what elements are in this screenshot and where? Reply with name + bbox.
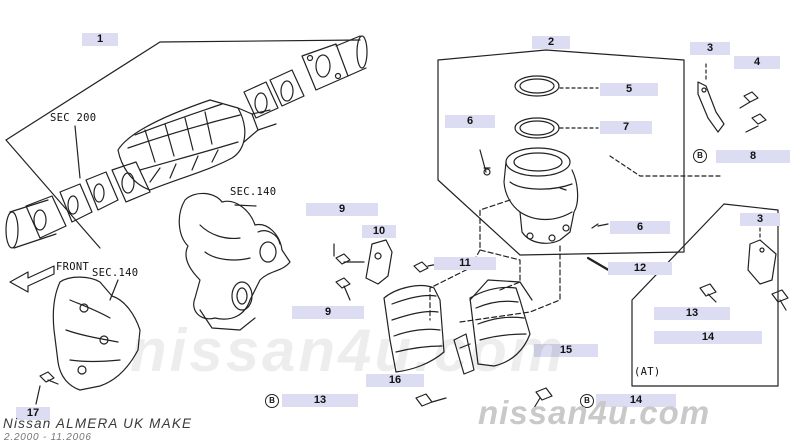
catalyst-group-box [429,49,721,323]
callout-part-8[interactable]: 8 [716,150,790,163]
label-at-variant: (AT) [634,366,661,378]
callout-part-15[interactable]: 15 [534,344,598,357]
marker-b-top: B [693,149,707,163]
callout-part-9-bottom[interactable]: 9 [292,306,364,319]
front-tube-assembly [5,35,368,249]
bracket-mount [697,63,767,133]
model-dates: 2.2000 - 11.2006 [4,432,92,443]
callout-part-12[interactable]: 12 [608,262,672,275]
callout-part-3-at[interactable]: 3 [740,213,780,226]
exhaust-manifold [178,192,291,331]
callout-part-6-right[interactable]: 6 [610,221,670,234]
label-sec-140-top: SEC.140 [230,186,277,198]
model-title: Nissan ALMERA UK MAKE [3,416,193,431]
label-front: FRONT [56,261,90,273]
callout-part-10[interactable]: 10 [362,225,396,238]
heat-shields [383,279,533,375]
callout-part-5[interactable]: 5 [600,83,658,96]
callout-part-14-at[interactable]: 14 [654,331,762,344]
at-variant-box [631,203,789,387]
callout-part-14-bottom[interactable]: 14 [596,394,676,407]
marker-b-bottom-right: B [580,394,594,408]
watermark-ghost: nissan4u.com [130,317,567,384]
manifold-heat-insulator [9,265,141,405]
callout-part-13-at[interactable]: 13 [654,307,730,320]
callout-part-9-top[interactable]: 9 [306,203,378,216]
callout-part-1[interactable]: 1 [82,33,118,46]
marker-b-bottom-left: B [265,394,279,408]
label-sec-200: SEC 200 [50,112,97,124]
label-sec-140-left: SEC.140 [92,267,139,279]
callout-part-16[interactable]: 16 [366,374,424,387]
callout-part-11[interactable]: 11 [434,257,496,270]
callout-part-13-bottom[interactable]: 13 [282,394,358,407]
bottom-bolts [415,387,553,409]
callout-part-2[interactable]: 2 [532,36,570,49]
callout-part-17[interactable]: 17 [16,407,50,420]
callout-part-4[interactable]: 4 [734,56,780,69]
watermark-text: nissan4u.com [478,394,711,431]
callout-part-6-left[interactable]: 6 [445,115,495,128]
insulator-bracket [333,239,449,301]
callout-part-7[interactable]: 7 [600,121,652,134]
callout-part-3-top[interactable]: 3 [690,42,730,55]
